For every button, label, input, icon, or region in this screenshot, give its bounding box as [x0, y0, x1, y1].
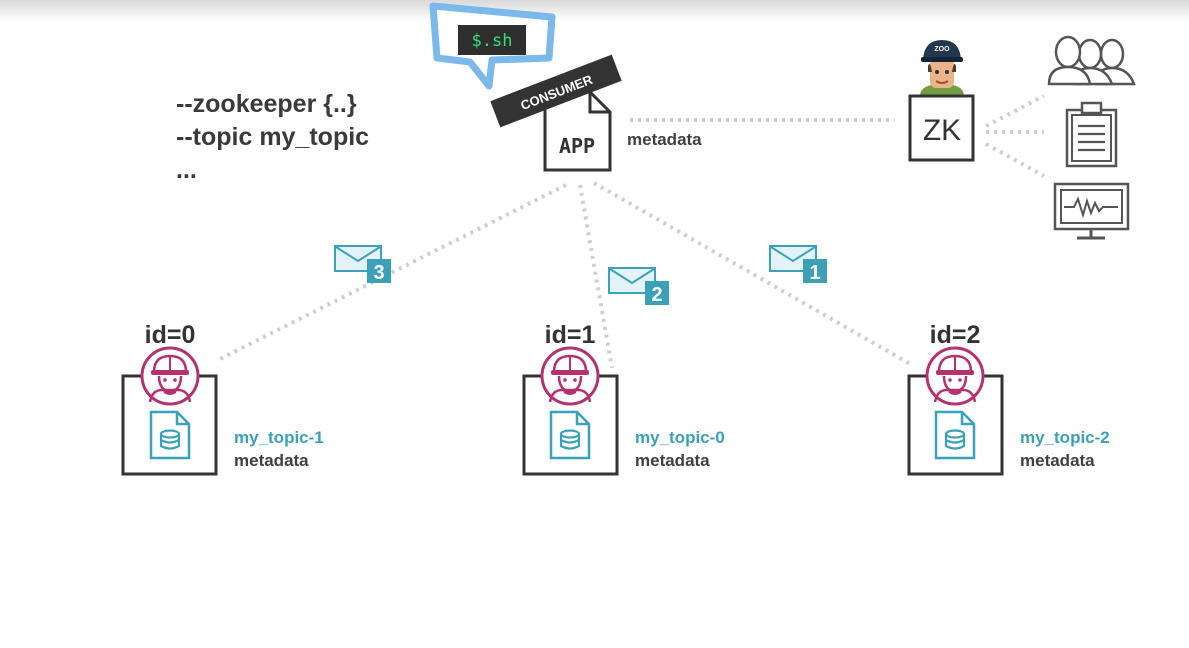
consumer-banner: [490, 54, 622, 128]
database-file-icon: [934, 410, 976, 460]
broker-avatar-icon: [540, 346, 600, 406]
broker-2: id=2 my_topic-2 metadata: [907, 321, 1110, 476]
message-2: 2: [608, 267, 669, 306]
link-zk-monitor: [985, 142, 1045, 178]
zk-box: [908, 94, 975, 162]
broker-id-label: id=0: [145, 321, 196, 349]
shell-label: $.sh: [472, 31, 513, 51]
broker-avatar-icon: [140, 346, 200, 406]
command-line-ellipsis: ...: [176, 156, 197, 184]
app-label: APP: [559, 134, 595, 158]
zookeeper-node: ZK: [908, 94, 975, 162]
broker-metadata-label: metadata: [635, 451, 710, 470]
message-number: 2: [651, 284, 662, 306]
broker-0: id=0 my_topic-1 metadata: [121, 321, 324, 476]
broker-1: id=1 my_topic-0 metadata: [522, 321, 725, 476]
message-number: 3: [373, 262, 384, 284]
database-file-icon: [149, 410, 191, 460]
link-consumer-broker-0: [217, 183, 567, 362]
link-consumer-broker-1: [578, 184, 614, 369]
partition-label: my_topic-2: [1020, 428, 1110, 447]
partition-label: my_topic-0: [635, 428, 725, 447]
message-number: 1: [809, 262, 820, 284]
database-file-icon: [549, 410, 591, 460]
clipboard-icon: [1065, 101, 1118, 168]
broker-avatar-icon: [925, 346, 985, 406]
broker-id-label: id=1: [545, 321, 596, 349]
consumer-app: APP CONSUMER metadata: [490, 54, 702, 172]
link-zk-users: [985, 94, 1045, 128]
broker-id-label: id=2: [930, 321, 981, 349]
shell-bubble: $.sh: [429, 2, 556, 90]
command-arguments: --zookeeper {..} --topic my_topic ...: [176, 88, 369, 187]
zoo-cap-label: ZOO: [934, 46, 950, 53]
zk-label: ZK: [923, 114, 961, 147]
partition-label: my_topic-1: [234, 428, 324, 447]
users-icon: [1047, 35, 1136, 86]
top-shade: [0, 0, 1189, 22]
broker-metadata-label: metadata: [234, 451, 309, 470]
command-line-zookeeper: --zookeeper {..}: [176, 90, 357, 118]
terminal-icon: $.sh: [458, 25, 526, 55]
link-consumer-broker-2: [593, 181, 913, 367]
zookeeper-keeper-avatar: ZOO: [920, 40, 964, 98]
message-1: 1: [769, 245, 827, 284]
consumer-metadata-label: metadata: [627, 130, 702, 149]
monitor-icon: [1053, 182, 1130, 240]
command-line-topic: --topic my_topic: [176, 123, 370, 151]
broker-metadata-label: metadata: [1020, 451, 1095, 470]
message-3: 3: [334, 245, 391, 284]
